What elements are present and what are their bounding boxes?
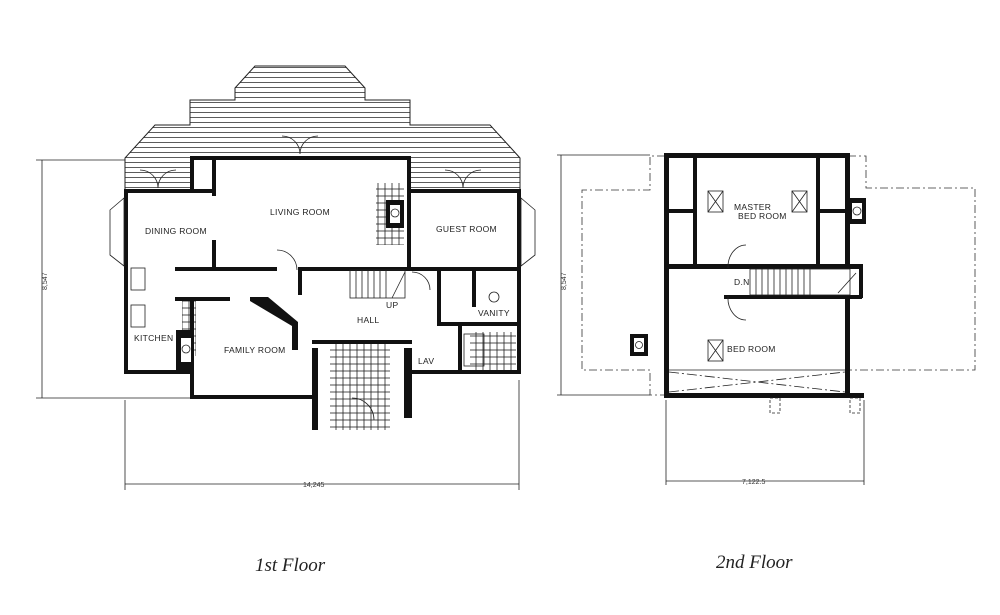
room-label-family: FAMILY ROOM <box>224 345 286 355</box>
skylight-icons <box>707 190 808 362</box>
entry-tile <box>330 340 390 430</box>
room-label-kitchen: KITCHEN <box>134 333 173 343</box>
french-door <box>444 169 482 189</box>
chimney <box>635 341 643 349</box>
bath-tile <box>470 332 516 372</box>
room-label-master-line1: MASTER <box>734 202 771 212</box>
balcony <box>668 369 861 414</box>
room-label-vanity: VANITY <box>478 308 510 318</box>
walls-2 <box>630 153 866 398</box>
room-label-hall: HALL <box>357 315 379 325</box>
stairs-down <box>749 268 857 296</box>
bay-window <box>520 197 536 267</box>
walls <box>124 156 521 430</box>
dimension-width-2: 7,122.5 <box>665 400 865 486</box>
room-label-bed: BED ROOM <box>727 344 776 354</box>
front-door-swing <box>351 397 375 421</box>
dimension-width: 14,245 <box>124 380 520 490</box>
door-swing <box>276 249 298 271</box>
room-label-living: LIVING ROOM <box>270 207 330 217</box>
bay-window <box>109 197 125 267</box>
dimension-height: 8,547 <box>36 159 190 399</box>
living-fireplace <box>390 208 400 218</box>
french-door <box>139 169 177 189</box>
dimension-height-2: 8,547 <box>557 154 650 396</box>
second-floor-caption: 2nd Floor <box>716 552 793 573</box>
room-label-dining: DINING ROOM <box>145 226 207 236</box>
first-floor-plan: 8,547 14,245 <box>36 65 536 576</box>
stairs-up <box>349 269 406 299</box>
room-label-master-line2: BED ROOM <box>738 211 787 221</box>
vanity-sink <box>488 291 500 303</box>
dimension-width-label: 14,245 <box>303 482 325 489</box>
second-floor-plan: 8,547 7,122.5 <box>557 153 976 573</box>
dimension-width-2-label: 7,122.5 <box>742 479 765 486</box>
room-label-lav: LAV <box>418 356 434 366</box>
stairs-up-label: UP <box>386 300 398 310</box>
dimension-height-2-label: 8,547 <box>561 272 568 290</box>
roof-outline-left <box>581 155 665 396</box>
chimney <box>852 206 862 216</box>
first-floor-caption: 1st Floor <box>255 555 326 576</box>
door-swing <box>727 244 747 321</box>
kitchen-sink <box>130 304 146 328</box>
roof-outline-right <box>848 155 976 371</box>
dimension-height-label: 8,547 <box>42 272 49 290</box>
stairs-down-label: D.N <box>734 277 750 287</box>
door-swing <box>411 271 431 291</box>
bathtub <box>463 333 485 367</box>
french-door <box>281 135 319 155</box>
room-label-guest: GUEST ROOM <box>436 224 497 234</box>
family-fireplace <box>181 344 191 354</box>
stove <box>130 267 146 291</box>
